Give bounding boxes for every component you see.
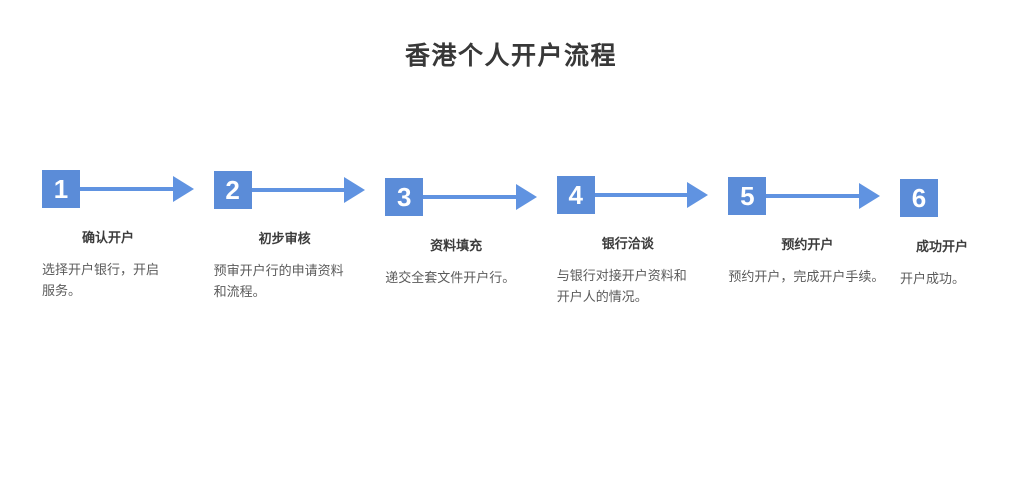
steps-row: 1 确认开户 选择开户银行，开启 服务。 2 xyxy=(42,170,988,307)
step-description: 与银行对接开户资料和 开户人的情况。 xyxy=(556,268,687,305)
step-number-box: 3 xyxy=(385,178,424,216)
arrow-right-icon xyxy=(594,182,709,208)
step-number-box: 4 xyxy=(556,176,595,214)
step-4: 4 银行洽谈 与银行对接开户资料和 开户人的情况。 xyxy=(556,176,729,307)
step-description: 预约开户，完成开户手续。 xyxy=(728,269,885,284)
step-6-header: 6 xyxy=(899,179,988,217)
step-number-box: 5 xyxy=(728,177,767,215)
arrow-right-icon xyxy=(766,183,880,209)
step-description: 选择开户银行，开启 服务。 xyxy=(42,262,160,299)
step-number-box: 1 xyxy=(42,170,80,208)
arrow-shaft xyxy=(251,188,350,192)
step-number: 4 xyxy=(568,180,584,210)
arrow-head xyxy=(687,182,709,208)
step-6-body: 成功开户 开户成功。 xyxy=(900,236,984,289)
step-4-header: 4 xyxy=(556,176,729,214)
step-3-body: 资料填充 递交全套文件开户行。 xyxy=(385,235,527,288)
arrow-head xyxy=(172,176,194,202)
arrow-head xyxy=(858,183,880,209)
step-4-body: 银行洽谈 与银行对接开户资料和 开户人的情况。 xyxy=(557,233,699,307)
page-title: 香港个人开户流程 xyxy=(404,42,617,70)
step-5-header: 5 xyxy=(728,177,900,215)
arrow-shaft xyxy=(594,193,693,197)
step-2: 2 初步审核 预审开户行的申请资料 和流程。 xyxy=(213,171,386,302)
arrow-shaft xyxy=(423,195,521,199)
step-2-body: 初步审核 预审开户行的申请资料 和流程。 xyxy=(214,228,356,302)
step-5-body: 预约开户 预约开户，完成开户手续。 xyxy=(728,234,886,287)
arrow-shaft xyxy=(766,194,864,198)
step-2-header: 2 xyxy=(213,171,386,209)
step-title: 资料填充 xyxy=(430,238,483,253)
step-number: 5 xyxy=(740,181,755,211)
arrow-shaft xyxy=(80,187,178,191)
step-description: 递交全套文件开户行。 xyxy=(385,270,516,285)
step-5: 5 预约开户 预约开户，完成开户手续。 xyxy=(728,177,900,287)
step-title: 成功开户 xyxy=(915,239,968,254)
arrow-head xyxy=(344,177,366,203)
step-number: 3 xyxy=(396,182,412,212)
step-1-body: 确认开户 选择开户银行，开启 服务。 xyxy=(42,227,174,301)
arrow-right-icon xyxy=(423,184,537,210)
step-number-box: 6 xyxy=(899,179,938,217)
step-title: 初步审核 xyxy=(258,231,311,246)
step-number: 2 xyxy=(225,175,240,205)
step-1: 1 确认开户 选择开户银行，开启 服务。 xyxy=(42,170,214,301)
arrow-head xyxy=(515,184,537,210)
arrow-right-icon xyxy=(251,177,366,203)
step-number-box: 2 xyxy=(213,171,252,209)
step-number: 1 xyxy=(53,174,69,204)
arrow-right-icon xyxy=(80,176,194,202)
step-title: 银行洽谈 xyxy=(601,236,654,251)
step-title: 确认开户 xyxy=(81,230,134,245)
step-title: 预约开户 xyxy=(781,237,834,252)
step-3-header: 3 xyxy=(385,178,557,216)
step-1-header: 1 xyxy=(42,170,214,208)
step-number: 6 xyxy=(911,183,927,213)
step-6: 6 成功开户 开户成功。 xyxy=(899,179,988,289)
step-description: 开户成功。 xyxy=(899,271,965,286)
step-description: 预审开户行的申请资料 和流程。 xyxy=(213,263,344,300)
step-3: 3 资料填充 递交全套文件开户行。 xyxy=(385,178,557,288)
